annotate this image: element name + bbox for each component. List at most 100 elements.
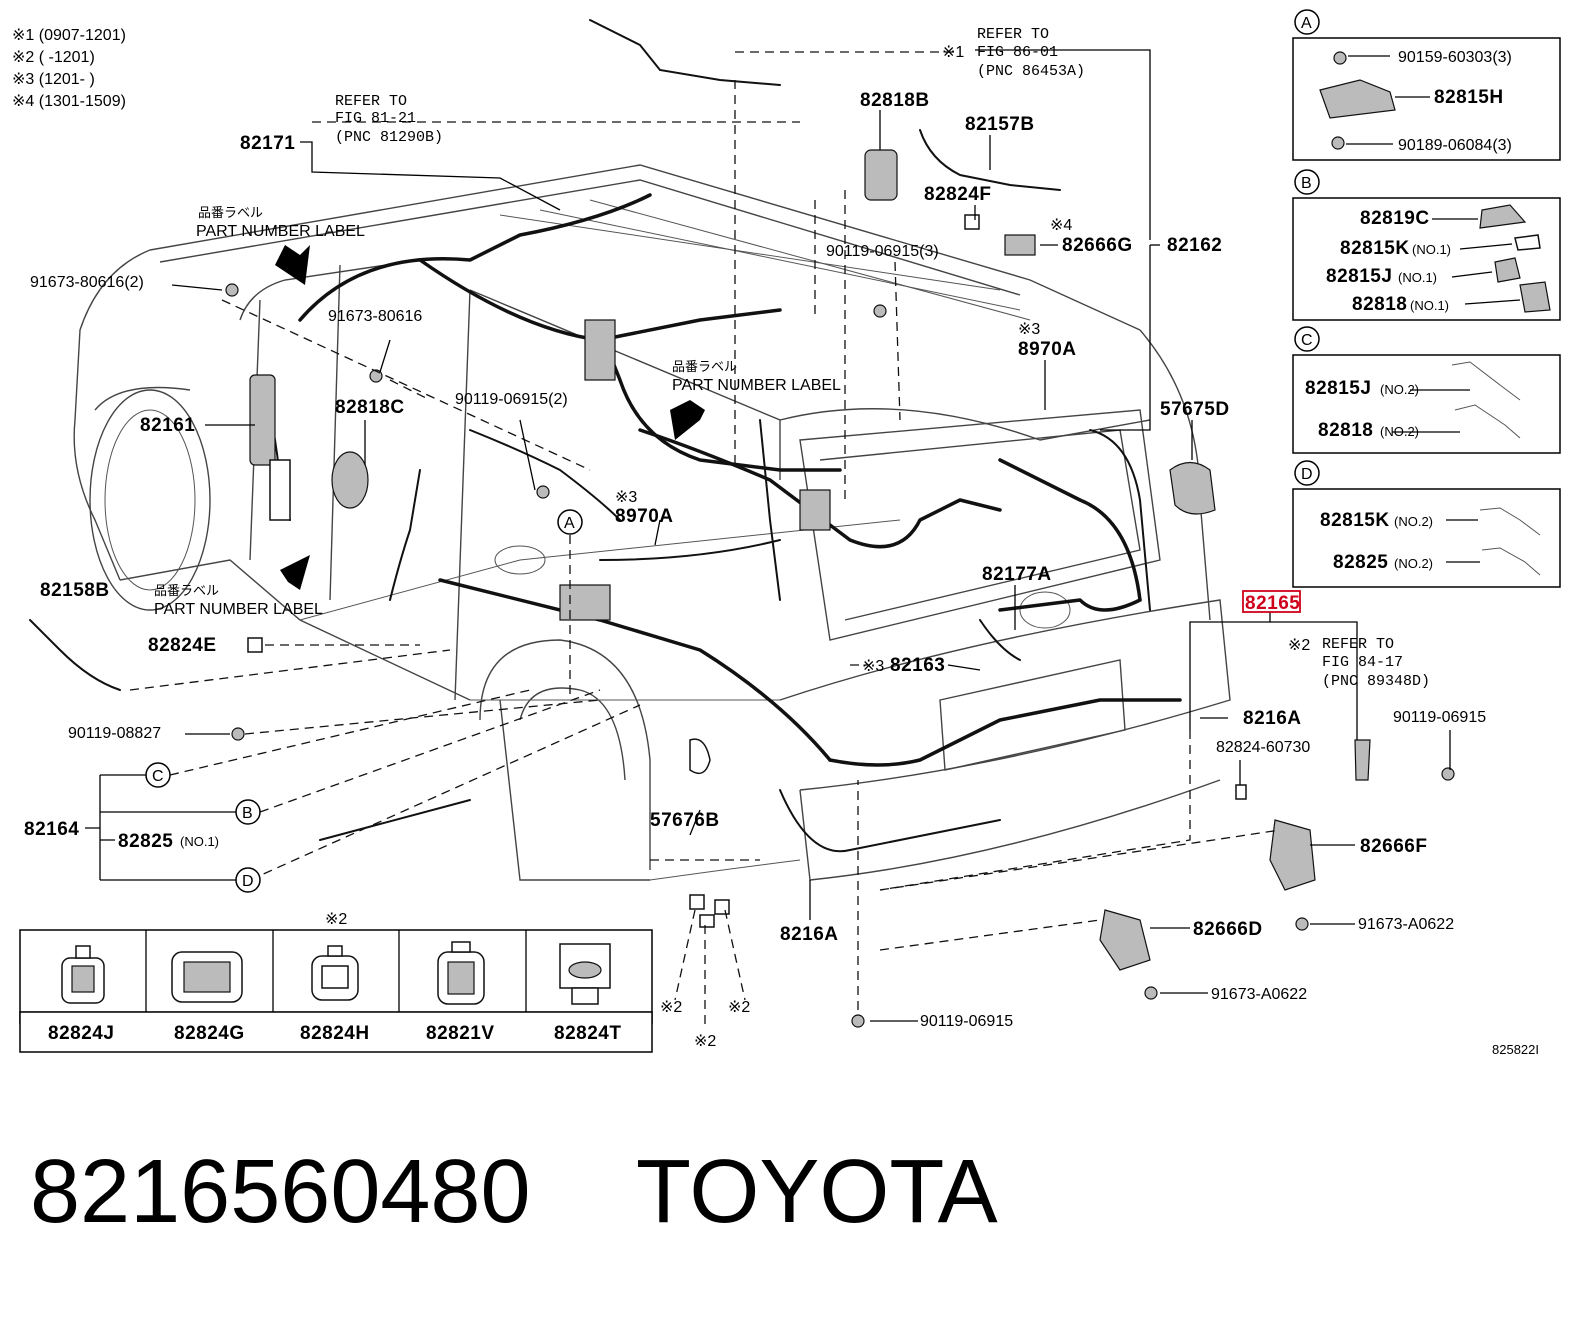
connector-82824T: 82824T (554, 1023, 621, 1044)
label-57675D: 57675D (1160, 399, 1230, 420)
connector-icon-82824J (61, 945, 105, 1004)
label-90119-06915-2: 90119-06915(2) (455, 391, 568, 408)
ref-fig86-line1: REFER TO (977, 26, 1049, 43)
label-82157B: 82157B (965, 114, 1035, 135)
panel-b-suffix-3: (NO.1) (1398, 270, 1437, 285)
panel-c-item-2: 82818 (1318, 420, 1373, 441)
mark-3-mid: ※3 (615, 489, 637, 506)
part-number-label-2: PART NUMBER LABEL (672, 377, 841, 394)
label-82158B: 82158B (40, 580, 110, 601)
panel-c-suffix-2: (NO.2) (1380, 424, 1419, 439)
detail-panel-c: C 82815J (NO.2) 82818 (NO.2) (1292, 326, 1561, 454)
label-82165-highlighted: 82165 (1245, 593, 1300, 614)
panel-d-letter: D (1301, 466, 1313, 483)
model-notes: ※1 (0907-1201) ※2 ( -1201) ※3 (1201- ) ※… (12, 27, 126, 110)
note-4: ※4 (1301-1509) (12, 93, 126, 110)
arrow-down-icon (275, 245, 310, 285)
strip-icon (1481, 547, 1541, 576)
jp-label-3: 品番ラベル (154, 583, 219, 598)
marker-circle-a (557, 509, 583, 535)
bracket-icon (1454, 404, 1521, 439)
panel-c-letter: C (1301, 332, 1313, 349)
connector-icon-82824T (559, 943, 611, 1005)
marker-circle-c (145, 762, 171, 788)
label-90119-06915-right: 90119-06915 (1393, 709, 1486, 726)
label-82161: 82161 (140, 415, 195, 436)
ref-fig81-line2: FIG 81-21 (335, 110, 416, 127)
bracket-icon (1319, 79, 1396, 119)
highlight-box (1242, 590, 1301, 613)
bracket-icon (1451, 361, 1521, 401)
label-91673-A0622-b: 91673-A0622 (1211, 986, 1307, 1003)
connector-82824G: 82824G (174, 1023, 245, 1044)
marker-letter-d: D (242, 873, 254, 890)
label-90119-06915-bottom: 90119-06915 (920, 1013, 1013, 1030)
panel-b-letter: B (1301, 175, 1312, 192)
label-91673-A0622-a: 91673-A0622 (1358, 916, 1454, 933)
label-82824-60730: 82824-60730 (1216, 739, 1310, 756)
panel-d-item-1: 82815K (1320, 510, 1390, 531)
part-number-label-1: PART NUMBER LABEL (196, 223, 365, 240)
clip-icon (1494, 257, 1521, 283)
panel-a-letter: A (1301, 15, 1312, 32)
label-90119-08827: 90119-08827 (68, 725, 161, 742)
mark-2-a: ※2 (660, 999, 682, 1016)
marker-letter-b: B (242, 805, 253, 822)
suffix-no1-82825: (NO.1) (180, 834, 219, 849)
marker-circle-d (235, 867, 261, 893)
part-shapes (225, 149, 1455, 1028)
ref-fig84-line3: (PNC 89348D) (1322, 673, 1430, 690)
jp-label-2: 品番ラベル (672, 359, 737, 374)
clip-icon (1479, 204, 1527, 229)
panel-a-item-3: 90189-06084(3) (1398, 137, 1512, 154)
panel-a-item-2: 82815H (1434, 87, 1504, 108)
connector-icon-82821V (437, 941, 485, 1005)
panel-b-item-1: 82819C (1360, 208, 1430, 229)
panel-d-item-2: 82825 (1333, 552, 1388, 573)
ref-fig86-line3: (PNC 86453A) (977, 63, 1085, 80)
detail-panel-d: D 82815K (NO.2) 82825 (NO.2) (1292, 460, 1561, 588)
label-91673-80616: 91673-80616 (328, 308, 422, 325)
marker-letter-a: A (564, 515, 575, 532)
ref-fig84-line2: FIG 84-17 (1322, 654, 1403, 671)
connector-82824H: 82824H (300, 1023, 370, 1044)
label-82666G: 82666G (1062, 235, 1133, 256)
bolt-icon (1333, 51, 1347, 65)
note-2: ※2 ( -1201) (12, 49, 95, 66)
label-82666F: 82666F (1360, 836, 1427, 857)
label-82666D: 82666D (1193, 919, 1263, 940)
note-1: ※1 (0907-1201) (12, 27, 126, 44)
panel-b-item-2: 82815K (1340, 238, 1410, 259)
label-82818B: 82818B (860, 90, 930, 111)
panel-c-box (1292, 354, 1561, 454)
footer-title: 8216560480 TOYOTA (30, 1142, 998, 1242)
label-82177A: 82177A (982, 564, 1052, 585)
panel-b-item-4: 82818 (1352, 294, 1407, 315)
mark-3-82163: ※3 (862, 658, 884, 675)
arrow-up-icon (280, 555, 310, 590)
marker-circle-b (235, 799, 261, 825)
label-82162: 82162 (1167, 235, 1222, 256)
connector-82821V: 82821V (426, 1023, 495, 1044)
footer-brand: TOYOTA (636, 1142, 998, 1242)
wire-harness (29, 19, 1182, 853)
panel-a-item-1: 90159-60303(3) (1398, 49, 1512, 66)
label-82824F: 82824F (924, 184, 991, 205)
label-82171: 82171 (240, 133, 295, 154)
clip-icon (1514, 234, 1541, 251)
label-90119-06915-3: 90119-06915(3) (826, 243, 939, 260)
ref-fig86-line2: FIG 86-01 (977, 44, 1058, 61)
label-82164: 82164 (24, 819, 79, 840)
connector-icon-82824H (311, 945, 359, 1001)
detail-panel-b: B 82819C 82815K (NO.1) 82815J (NO.1) 828… (1292, 169, 1561, 321)
mark-4: ※4 (1050, 217, 1072, 234)
ref-fig81-line3: (PNC 81290B) (335, 129, 443, 146)
detail-panel-a: A 90159-60303(3) 82815H 90189-06084(3) (1292, 9, 1561, 161)
mark-1: ※1 (942, 44, 964, 61)
detail-markers: A B C D (145, 509, 583, 893)
part-number-labels: 品番ラベル PART NUMBER LABEL 品番ラベル PART NUMBE… (154, 205, 841, 618)
connector-table-mark: ※2 (325, 911, 347, 928)
label-57676B: 57676B (650, 810, 720, 831)
label-82825-no1: 82825 (118, 831, 173, 852)
ref-fig84-line1: REFER TO (1322, 636, 1394, 653)
